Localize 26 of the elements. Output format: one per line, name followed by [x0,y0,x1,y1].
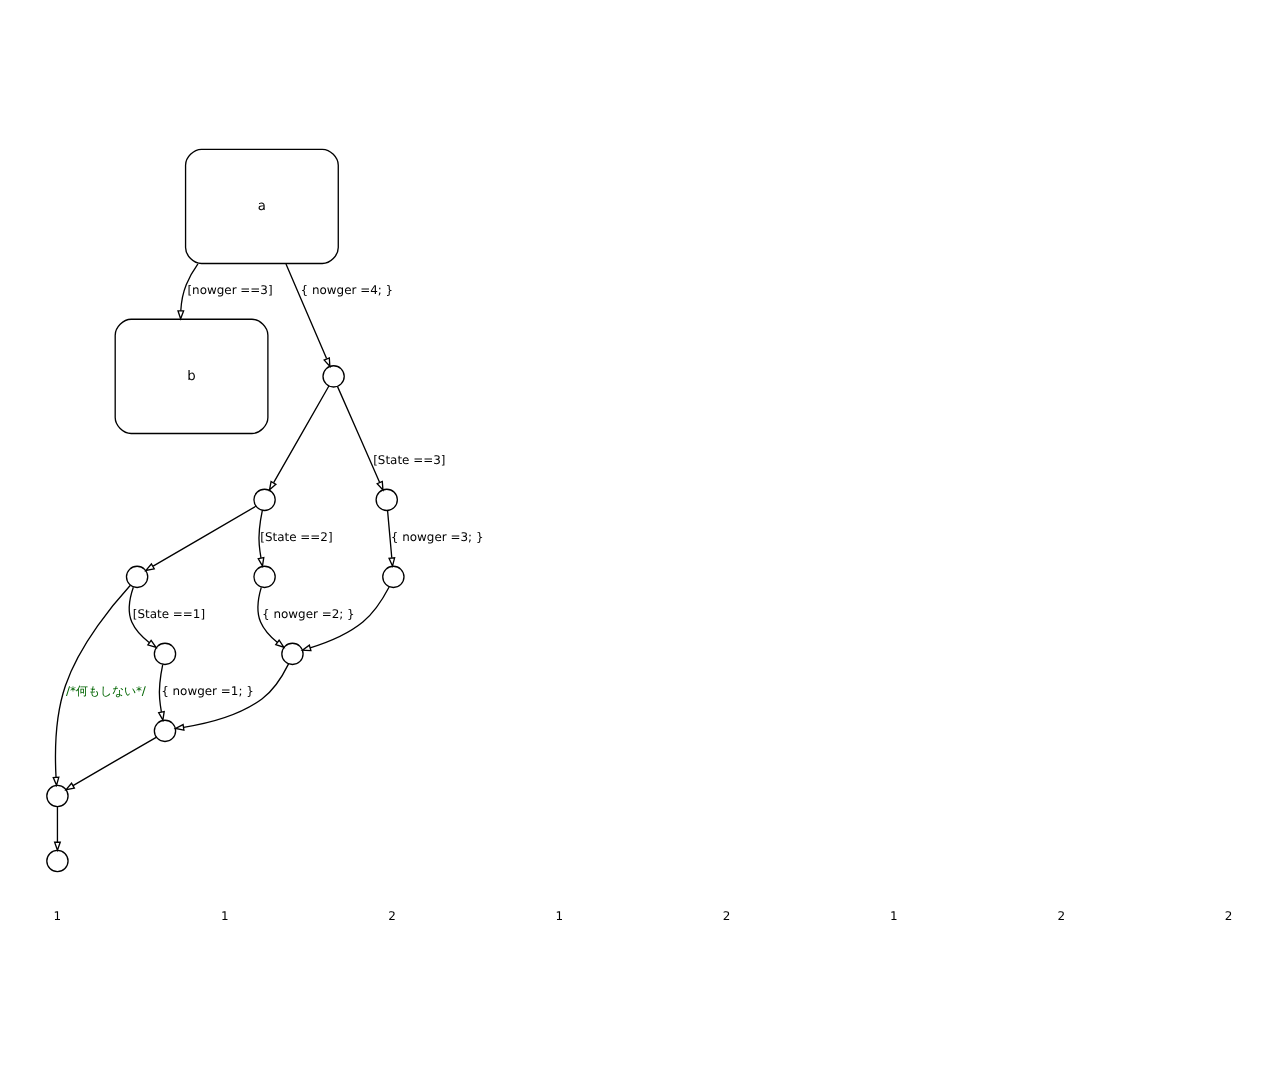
arrow [336,384,384,491]
node-circle [153,718,177,742]
arrow [173,662,290,730]
node-circle [281,641,304,665]
arrow [300,585,390,651]
node-circle [253,564,276,588]
node-circle [46,783,69,807]
arrow [268,384,330,491]
arrow [177,262,199,320]
arrow [257,585,286,648]
node-circle [125,564,149,588]
arrow [64,735,157,790]
node-circle [253,487,276,511]
node-circle [46,848,69,872]
arrow [257,508,265,567]
node-circle [322,364,345,387]
arrow [386,509,396,568]
arrow [144,504,257,571]
node-circle [153,641,177,665]
node-circle [382,564,405,588]
arrow [52,583,132,787]
arrow [128,585,158,648]
arrow [53,805,62,852]
node-circle [375,487,398,511]
arrow [157,662,165,721]
arrow [285,262,331,368]
